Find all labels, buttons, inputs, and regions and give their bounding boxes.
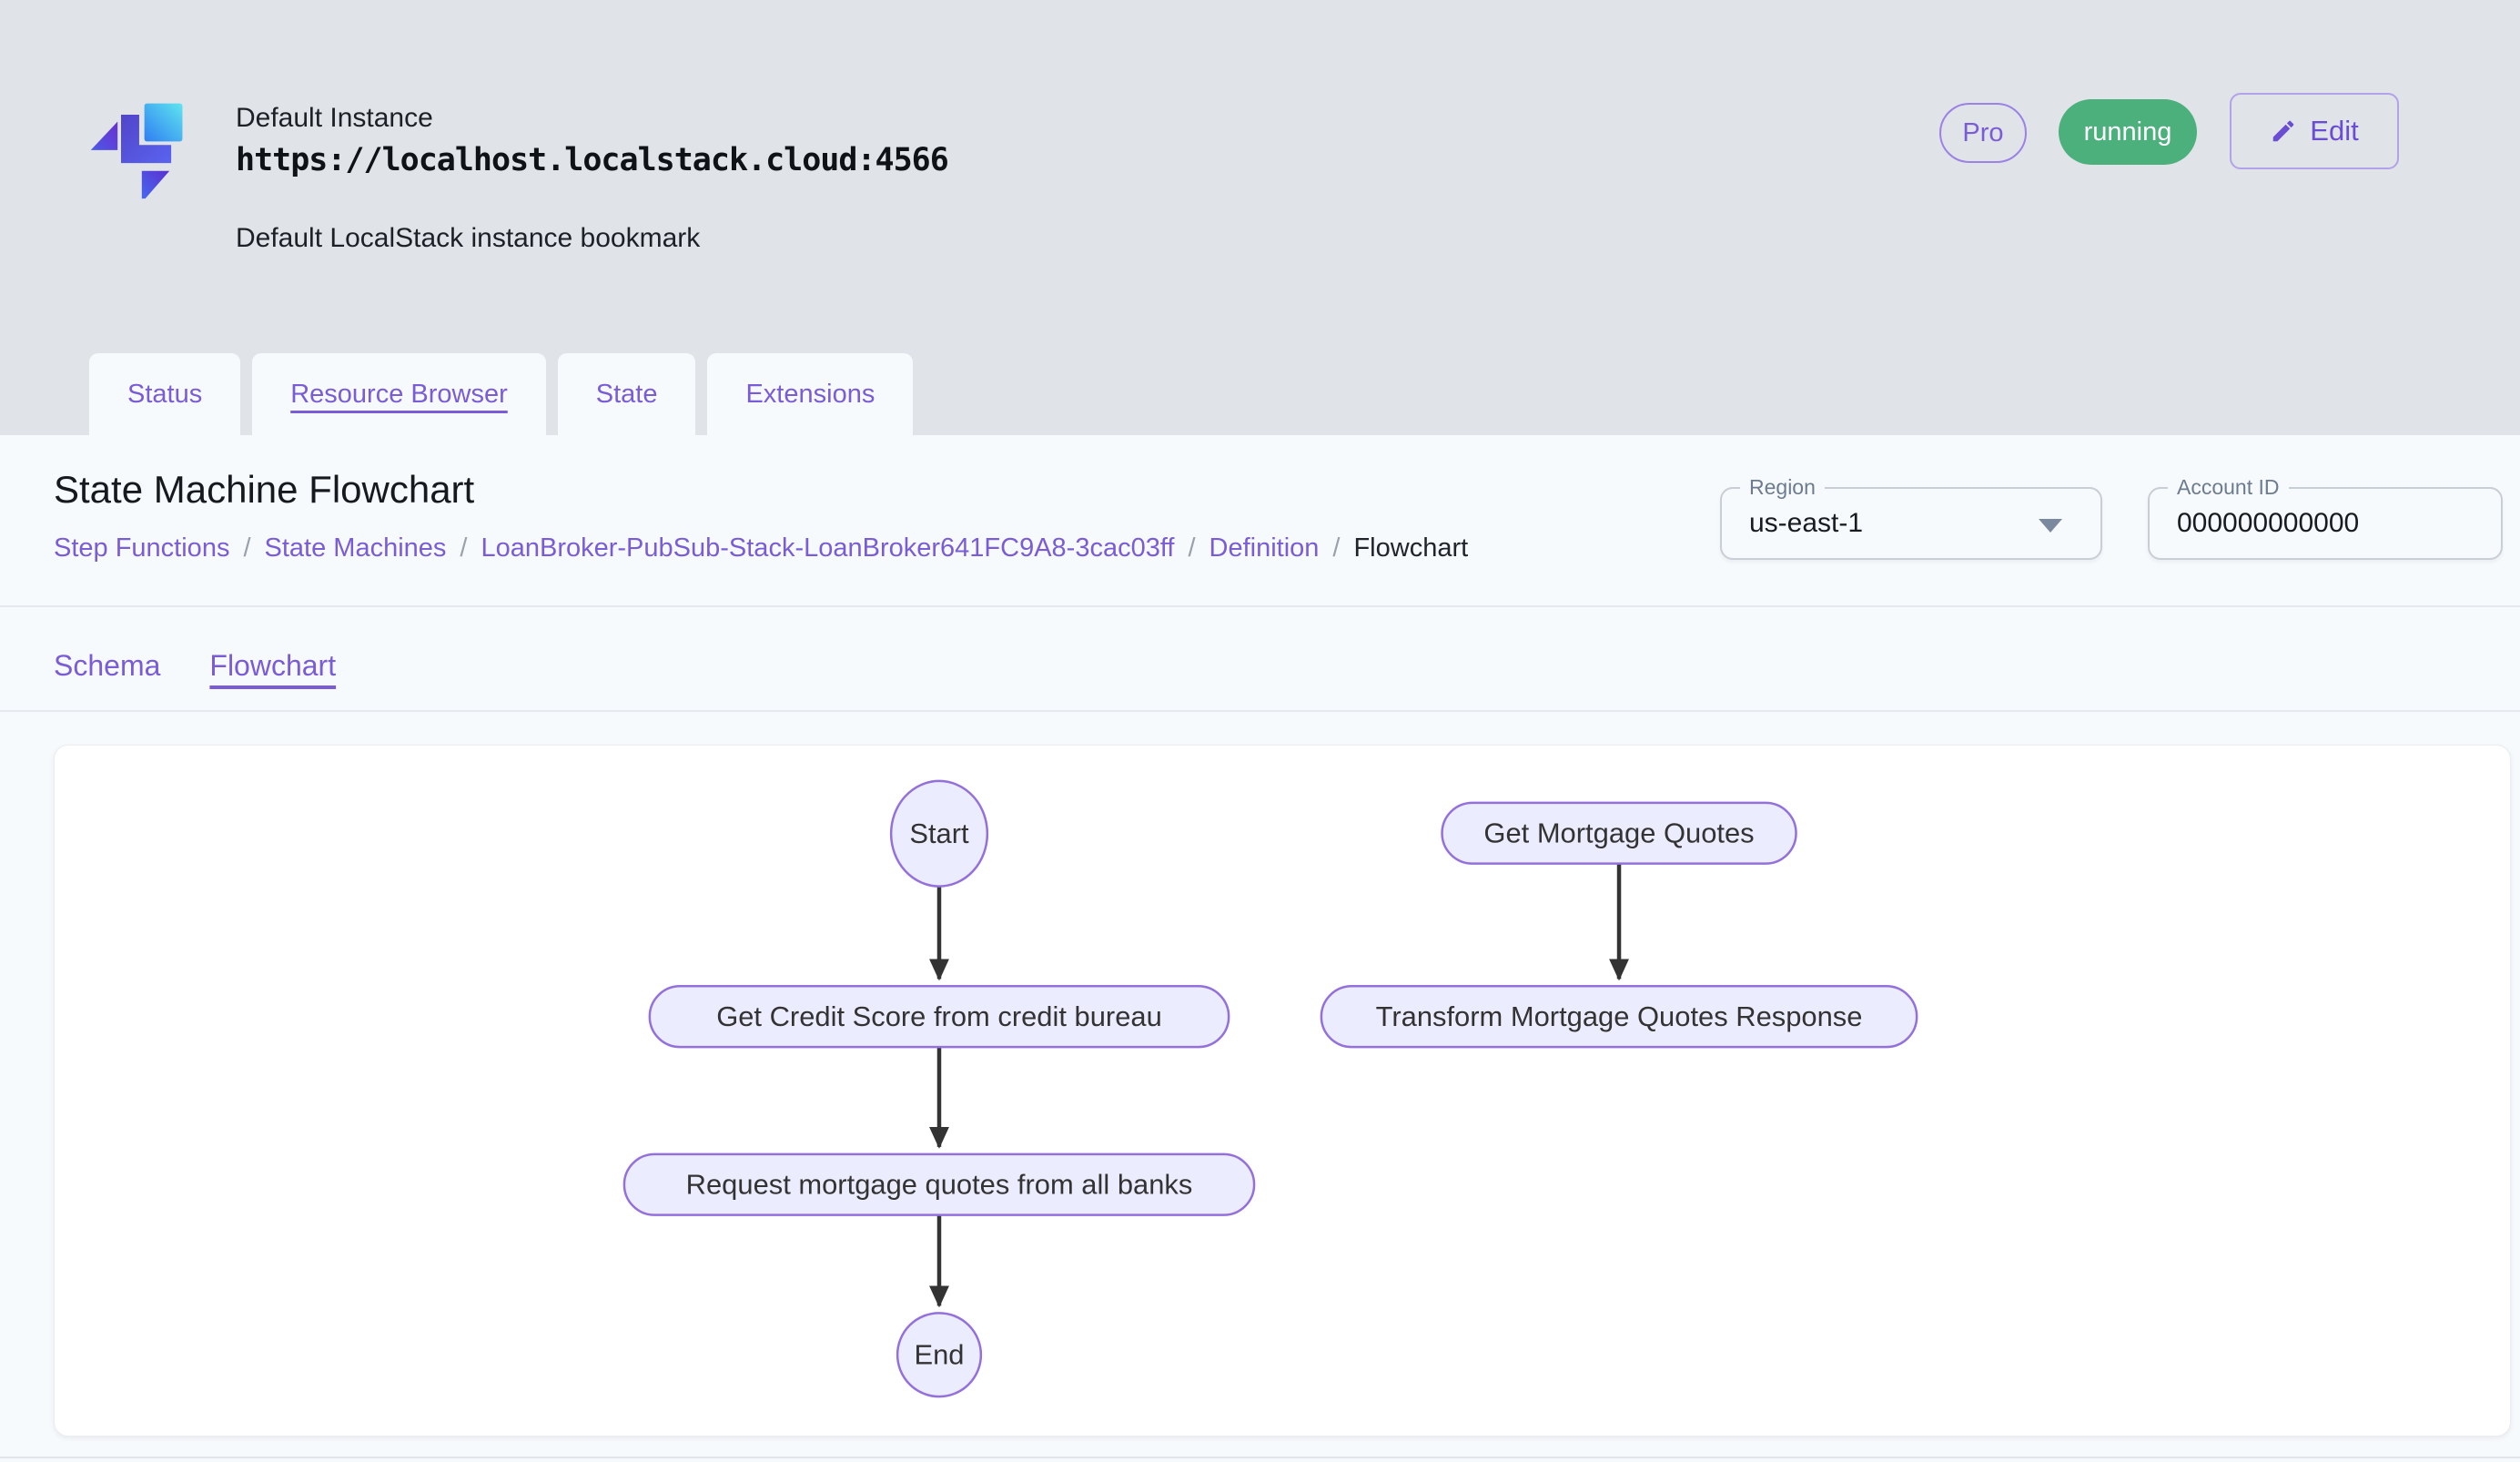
flowchart-card: Start Get Mortgage QuotesGet Credit Score… [54,745,2511,1437]
flow-node-label-start: Start [909,817,969,849]
flow-node-label-get-credit-score: Get Credit Score from credit bureau [716,1000,1162,1032]
breadcrumb-separator: / [460,533,467,563]
region-select[interactable]: Region us-east-1 [1720,487,2102,560]
instance-description: Default LocalStack instance bookmark [236,222,948,255]
subtab-schema[interactable]: Schema [54,649,160,683]
pencil-icon [2270,117,2297,145]
divider [0,605,2520,607]
tab-extensions[interactable]: Extensions [707,353,913,435]
instance-name: Default Instance [236,102,948,135]
account-id-input[interactable] [2177,489,2468,558]
breadcrumb-flowchart: Flowchart [1353,533,1468,563]
breadcrumb-separator: / [243,533,250,563]
instance-url: https://localhost.localstack.cloud:4566 [236,140,948,180]
tab-status[interactable]: Status [89,353,240,435]
main-tabs: StatusResource BrowserStateExtensions [89,353,913,435]
definition-subtabs: Schema Flowchart [54,640,336,691]
edit-button[interactable]: Edit [2230,93,2399,169]
flow-node-label-transform-mortgage-quotes-response: Transform Mortgage Quotes Response [1376,1000,1863,1032]
tab-resource-browser[interactable]: Resource Browser [252,353,546,435]
account-id-field[interactable]: Account ID [2148,487,2503,560]
breadcrumb-loanbroker-pubsub-stack-loanbroker641fc9a8-3cac03ff[interactable]: LoanBroker-PubSub-Stack-LoanBroker641FC9… [481,533,1174,563]
edit-button-label: Edit [2310,115,2358,147]
divider [0,710,2520,712]
chevron-down-icon [2039,519,2062,533]
breadcrumb-definition[interactable]: Definition [1209,533,1320,563]
page-title: State Machine Flowchart [54,468,474,512]
flow-node-label-get-mortgage-quotes: Get Mortgage Quotes [1483,817,1754,849]
localstack-logo-icon [86,96,190,200]
pro-badge: Pro [1939,103,2027,163]
breadcrumb-step-functions[interactable]: Step Functions [54,533,229,563]
region-value: us-east-1 [1749,489,1863,558]
state-machine-flowchart: Start Get Mortgage QuotesGet Credit Score… [55,746,2510,1436]
subtab-flowchart[interactable]: Flowchart [209,649,336,683]
breadcrumb-state-machines[interactable]: State Machines [265,533,447,563]
divider [0,1457,2520,1458]
tab-state[interactable]: State [558,353,696,435]
flow-node-label-request-mortgage-quotes: Request mortgage quotes from all banks [686,1169,1193,1201]
instance-info: Default Instance https://localhost.local… [236,102,948,255]
breadcrumb-separator: / [1188,533,1195,563]
status-badge: running [2059,99,2197,165]
breadcrumb-separator: / [1332,533,1340,563]
flow-node-label-end: End [914,1339,964,1371]
breadcrumb: Step Functions / State Machines / LoanBroker… [54,533,1468,563]
